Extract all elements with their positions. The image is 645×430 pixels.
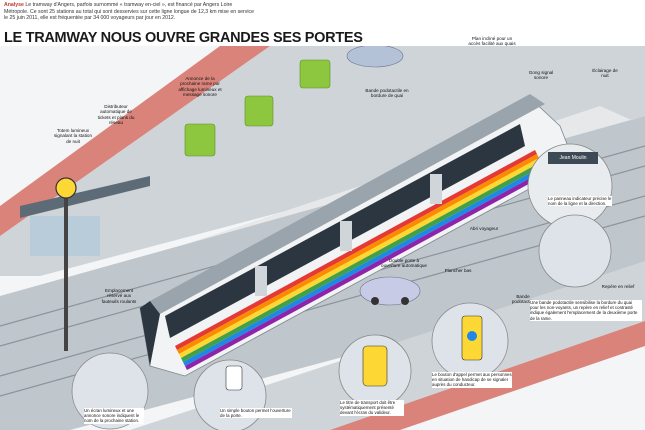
label-plancher: Plancher bas [444, 268, 472, 273]
label-annonce: Annonce de la prochaine rame par afficha… [178, 76, 222, 98]
label-embarquement: Emplacement réservé aux fauteuils roulan… [101, 288, 137, 304]
label-distributeur: Distributeur automatique de tickets et p… [97, 104, 135, 126]
intro-body: Le tramway d'Angers, parfois surnommé « … [4, 2, 255, 22]
note-ecran: Un écran lumineux et une annonce sonore … [84, 408, 144, 424]
label-bande-bord: Bande podotactile en bordure de quai [365, 88, 409, 99]
label-gong: Gong signal sonore [528, 70, 554, 81]
note-panneau: Le panneau indicateur précise le nom de … [548, 196, 612, 207]
label-plan-incline: Plan incliné pour un accès facilité aux … [468, 36, 516, 47]
call-button-device [461, 315, 483, 361]
label-repere: Repère en relief [601, 284, 635, 289]
car-top [346, 46, 404, 68]
label-totem: Totem lumineux signalant la station de n… [53, 128, 93, 144]
upper-road [0, 46, 645, 276]
note-bande: Une bande podotactile sensibilise la bor… [530, 300, 642, 321]
door-button-device [225, 365, 243, 391]
label-double-porte: Double porte à ouverture automatique [381, 258, 427, 269]
label-eclairage: Éclairage de nuit [592, 68, 618, 79]
circle-wheelchair [538, 214, 612, 288]
header: Analyse Le tramway d'Angers, parfois sur… [0, 0, 645, 46]
note-bouton: Le bouton d'appel permet aux personnes e… [432, 372, 512, 388]
note-bouton-porte: Un simple bouton permet l'ouverture de l… [220, 408, 292, 419]
tram-rainbow-stripe [175, 150, 547, 370]
tram-doors [255, 174, 442, 296]
page-title: LE TRAMWAY NOUS OUVRE GRANDES SES PORTES [4, 30, 363, 46]
car [359, 276, 421, 306]
station-sign: Jean Moulin [548, 152, 598, 164]
tram-illustration [0, 46, 645, 430]
label-abri: Abri voyageur [469, 226, 499, 231]
totem-pole [55, 177, 77, 351]
label-bande-pod: Bande podotactile [511, 294, 535, 305]
intro-text: Analyse Le tramway d'Angers, parfois sur… [4, 2, 254, 22]
note-valideur: Le titre de transport doit être systémat… [340, 400, 404, 416]
validator-device [362, 345, 388, 387]
intro-tag: Analyse [4, 2, 24, 8]
tramway [139, 94, 576, 377]
